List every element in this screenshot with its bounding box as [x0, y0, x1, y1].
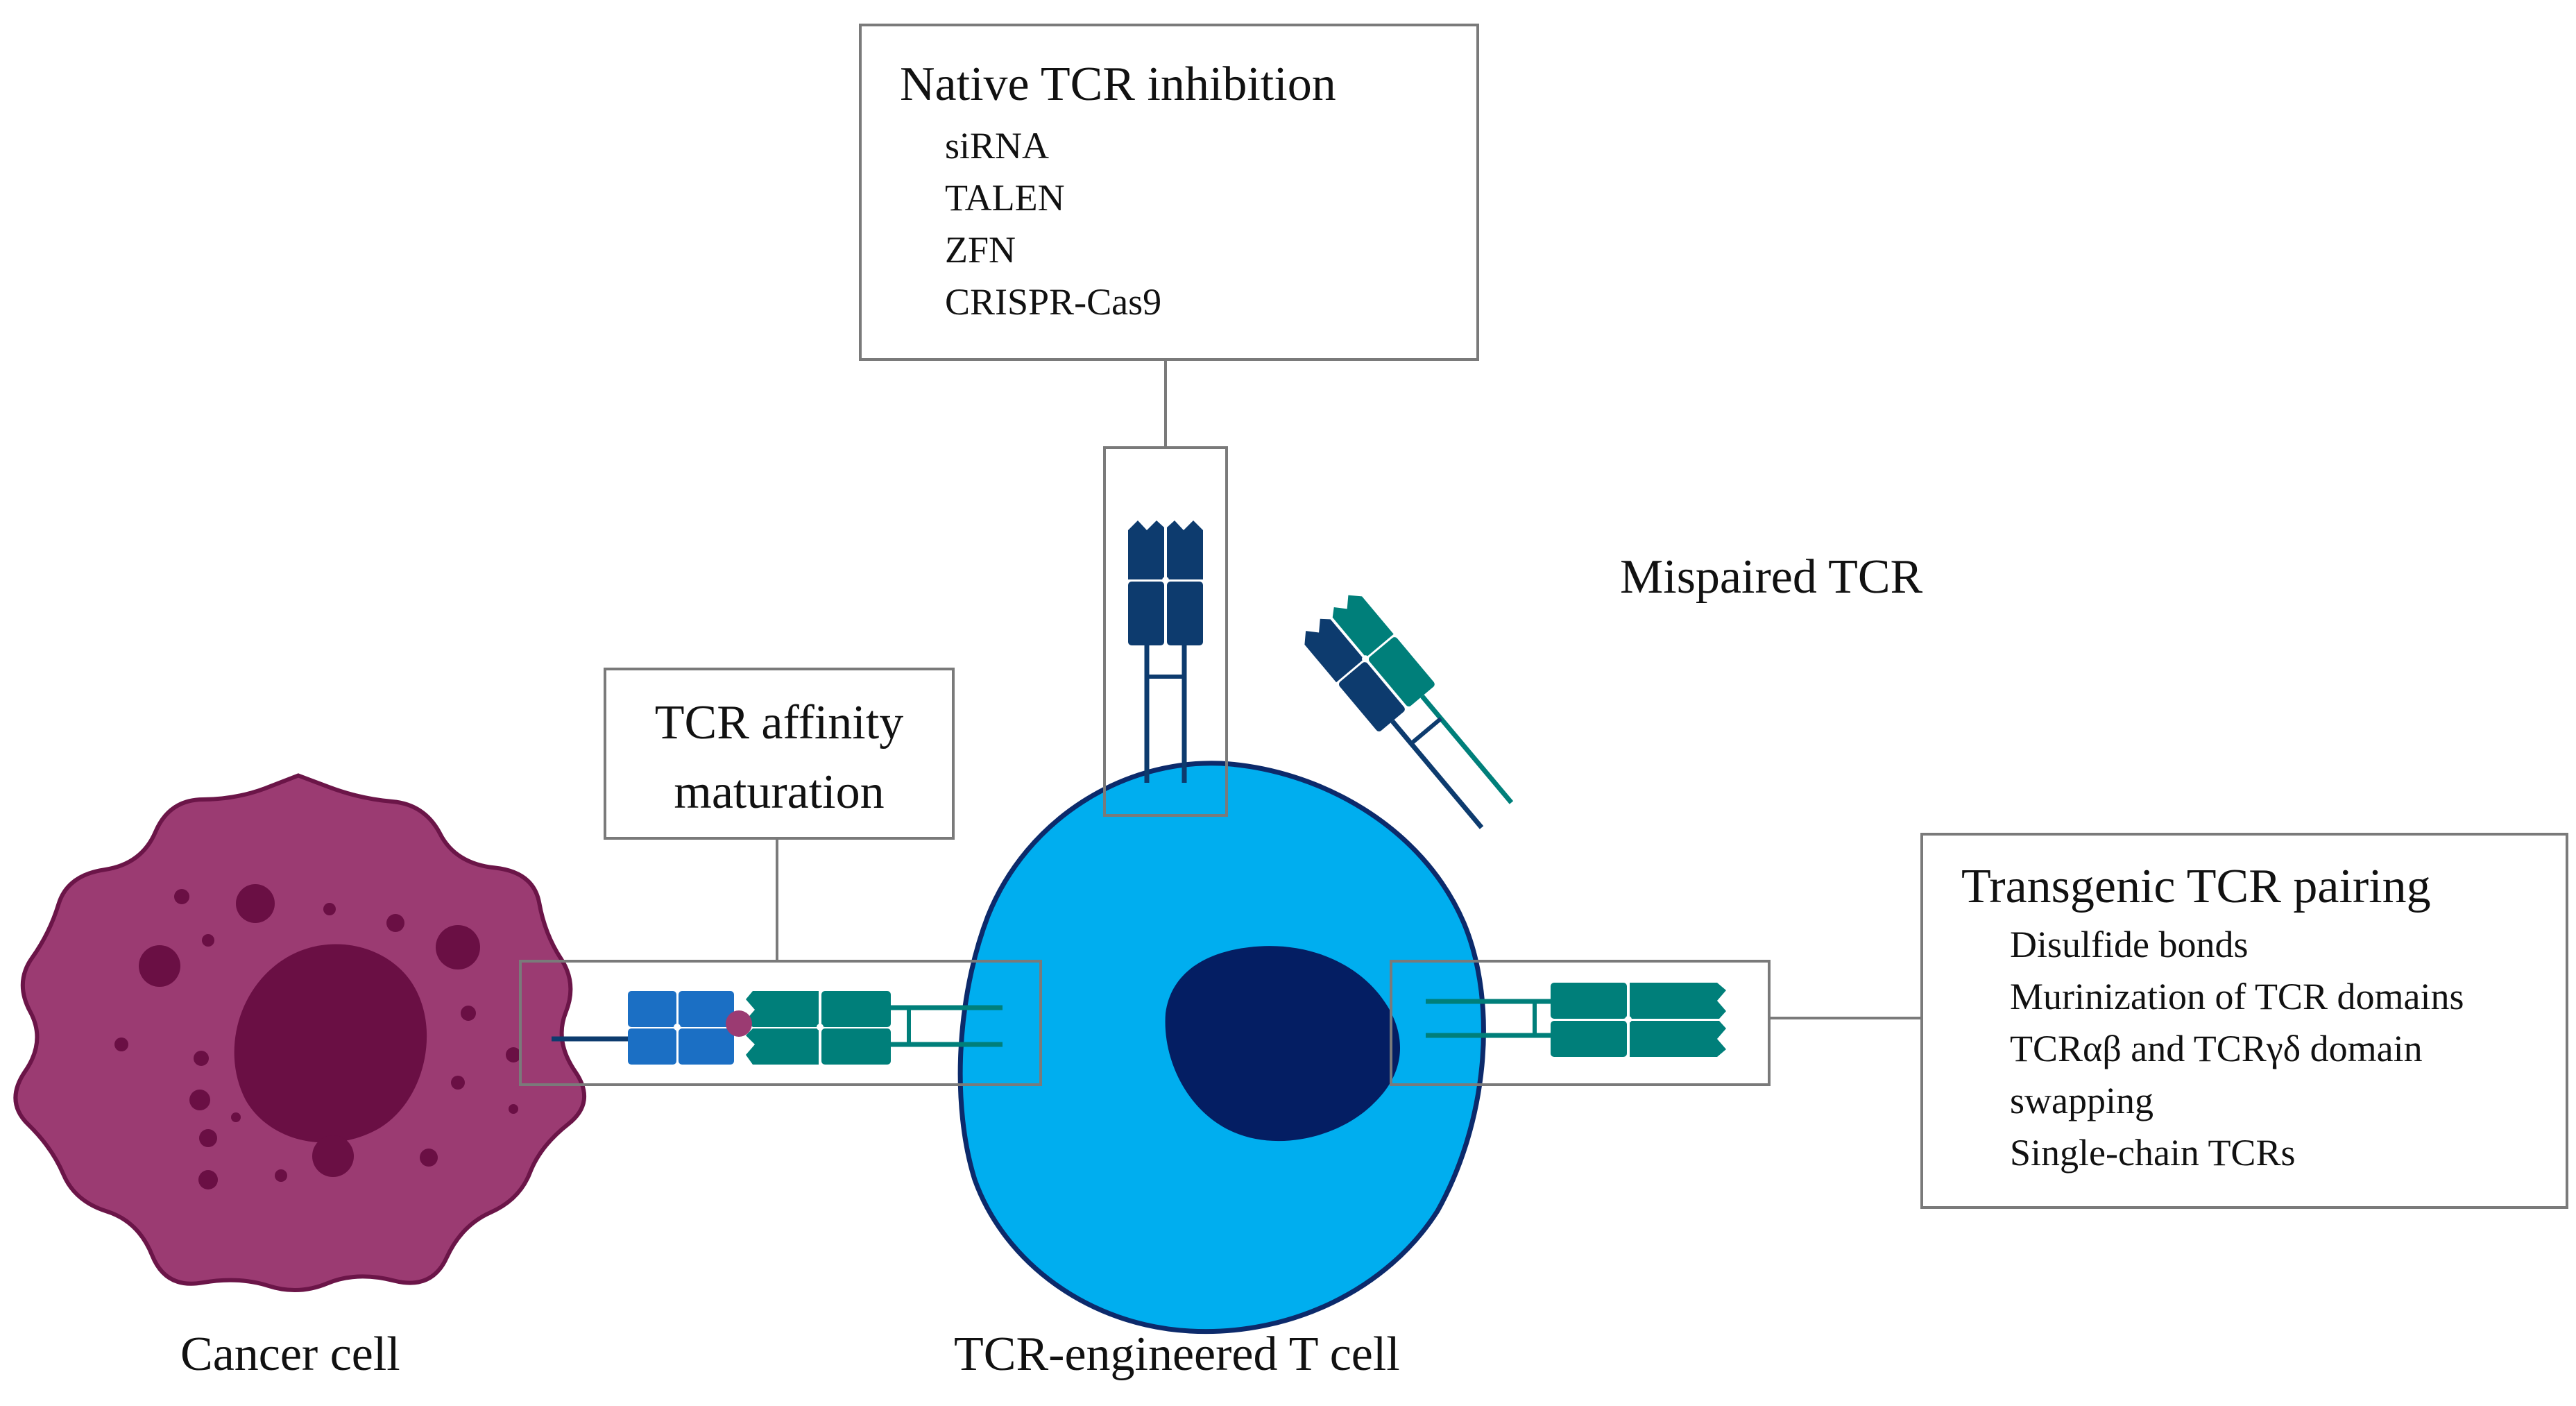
- granule: [231, 1112, 241, 1122]
- tcr-constant-domain: [1551, 983, 1627, 1019]
- tcr-affinity-maturation-box: TCR affinity maturation: [604, 668, 955, 840]
- granule: [509, 1104, 518, 1114]
- t-cell-caption: TCR-engineered T cell: [954, 1328, 1400, 1381]
- granule: [506, 1047, 521, 1062]
- tcr-stalk-beta: [1420, 695, 1514, 804]
- granule: [461, 1006, 476, 1021]
- transgenic-tcr-pairing-box: Transgenic TCR pairing Disulfide bonds M…: [1920, 833, 2568, 1209]
- cancer-cell-caption: Cancer cell: [180, 1328, 400, 1381]
- mispaired-tcr-receptor: [1304, 595, 1514, 829]
- affinity-highlight-box: [519, 960, 1042, 1086]
- tcr-constant-domain-beta: [1368, 637, 1435, 706]
- tcr-variable-domain: [1630, 1021, 1726, 1057]
- tcr-linker: [1410, 717, 1442, 745]
- native-inhibition-item: ZFN: [945, 229, 1016, 271]
- native-tcr-highlight-box: [1103, 446, 1228, 817]
- tcr-disulfide-point: [1625, 1016, 1632, 1023]
- mhc-domain: [679, 1028, 734, 1065]
- granule: [174, 889, 189, 904]
- peptide-antigen: [726, 1010, 752, 1037]
- affinity-tcr-complex: [552, 991, 1003, 1065]
- tcr-constant-domain: [821, 991, 891, 1027]
- transgenic-item: Single-chain TCRs: [2010, 1132, 2296, 1174]
- granule: [323, 903, 336, 915]
- granule: [202, 934, 214, 947]
- tcr-constant-domain-alpha: [1339, 662, 1405, 731]
- native-tcr-inhibition-title: Native TCR inhibition: [900, 58, 1336, 111]
- tcr-variable-domain: [746, 991, 819, 1027]
- transgenic-item: Disulfide bonds: [2010, 924, 2249, 965]
- granule: [139, 945, 180, 987]
- granule: [199, 1129, 217, 1147]
- transgenic-tcr-pairing-title: Transgenic TCR pairing: [1961, 860, 2431, 913]
- transgenic-tcr-receptor: [1426, 983, 1726, 1057]
- tcr-variable-domain: [1128, 520, 1164, 579]
- affinity-title-line1: TCR affinity: [654, 696, 904, 749]
- native-inhibition-item: TALEN: [945, 177, 1065, 219]
- tcr-disulfide-point: [1362, 655, 1370, 663]
- native-tcr-receptor: [1128, 520, 1203, 783]
- transgenic-highlight-box: [1390, 960, 1771, 1086]
- transgenic-item: TCRαβ and TCRγδ domain: [2010, 1028, 2423, 1069]
- granule: [236, 884, 275, 923]
- mhc-domain: [679, 991, 734, 1027]
- mispaired-tcr-label: Mispaired TCR: [1620, 550, 1923, 604]
- cancer-cell-nucleus: [234, 944, 427, 1143]
- tcr-disulfide-point: [674, 1024, 681, 1031]
- transgenic-item: swapping: [2010, 1080, 2153, 1121]
- tcr-variable-domain: [746, 1028, 819, 1065]
- tcr-variable-domain-beta: [1332, 595, 1394, 658]
- mhc-domain: [628, 1028, 676, 1065]
- granule: [194, 1051, 209, 1066]
- granule: [436, 925, 480, 969]
- tcr-constant-domain: [1128, 582, 1164, 645]
- tcr-variable-domain: [1630, 983, 1726, 1019]
- granule: [312, 1135, 354, 1177]
- tcr-constant-domain: [1167, 582, 1203, 645]
- granule: [189, 1090, 210, 1110]
- transgenic-item: Murinization of TCR domains: [2010, 976, 2464, 1017]
- native-tcr-inhibition-box: Native TCR inhibition siRNA TALEN ZFN CR…: [859, 24, 1479, 361]
- tcr-stalk-alpha: [1390, 720, 1484, 829]
- mhc-domain: [628, 991, 676, 1027]
- granule: [198, 1170, 218, 1189]
- granule: [420, 1149, 438, 1167]
- tcr-variable-domain: [1167, 520, 1203, 579]
- native-inhibition-item: siRNA: [945, 125, 1050, 167]
- tcr-constant-domain: [821, 1028, 891, 1065]
- t-cell-nucleus: [1165, 946, 1401, 1142]
- native-inhibition-item: CRISPR-Cas9: [945, 281, 1162, 323]
- granule: [386, 914, 404, 932]
- granule: [114, 1037, 128, 1051]
- tcr-disulfide-point: [817, 1024, 824, 1031]
- tcr-disulfide-point: [1162, 577, 1169, 584]
- granule: [451, 1076, 465, 1090]
- tcr-variable-domain-alpha: [1304, 618, 1364, 683]
- tcr-constant-domain: [1551, 1021, 1627, 1057]
- cancer-cell-granules: [114, 884, 521, 1189]
- granule: [275, 1169, 287, 1182]
- affinity-title-line2: maturation: [674, 765, 885, 819]
